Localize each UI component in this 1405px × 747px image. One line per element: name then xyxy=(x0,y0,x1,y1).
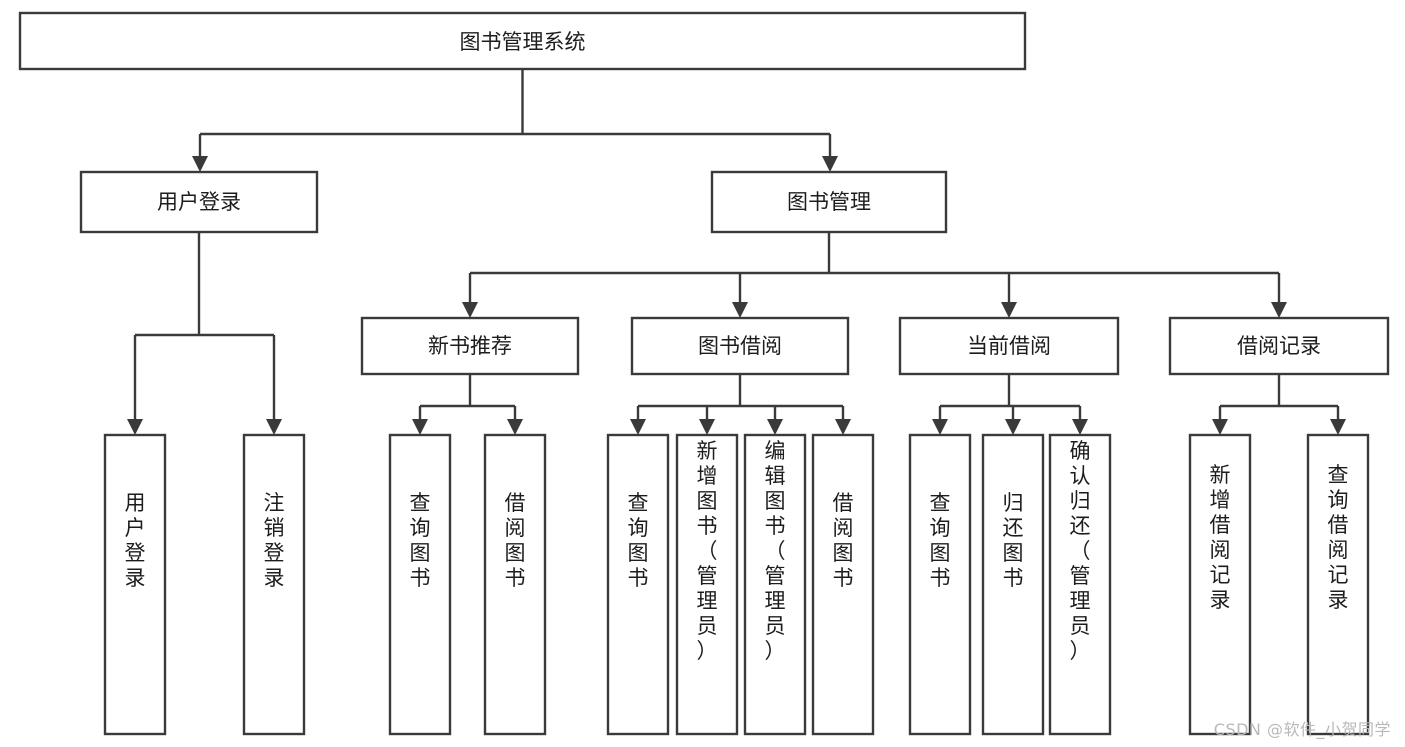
arrow-head-leaf-user-login xyxy=(127,419,143,435)
arrow-head-leaf-query-book-b xyxy=(630,419,646,435)
leaf-confirm-return-admin[interactable]: 确认归还（管理员） xyxy=(1048,433,1112,736)
arrow-head-book-manage xyxy=(822,156,838,172)
leaf-return-book-box xyxy=(981,433,1045,736)
leaf-query-book-borrow-box xyxy=(606,433,670,736)
leaf-add-borrow-record[interactable]: 新增借阅记录 xyxy=(1188,433,1252,736)
node-borrow-record-box xyxy=(1168,316,1390,376)
node-borrow-record[interactable]: 借阅记录 xyxy=(1168,316,1390,376)
leaf-user-login-box xyxy=(103,433,167,736)
arrow-head-leaf-query-record xyxy=(1330,419,1346,435)
leaf-user-login[interactable]: 用户登录 xyxy=(103,433,167,736)
connector-new-book-rec-branch xyxy=(418,374,517,421)
node-new-book-recommend-box xyxy=(360,316,580,376)
arrow-head-book-borrow xyxy=(732,302,748,318)
leaf-user-login-label: 用户登录 xyxy=(125,491,146,590)
arrow-head-user-login xyxy=(192,156,208,172)
leaf-query-book-rec[interactable]: 查询图书 xyxy=(388,433,452,736)
connector-current-borrow-branch xyxy=(938,374,1082,421)
leaf-query-book-borrow-label: 查询图书 xyxy=(628,491,649,590)
arrow-head-borrow-record xyxy=(1271,302,1287,318)
leaf-logout-box xyxy=(242,433,306,736)
leaf-borrow-book-borrow-label: 借阅图书 xyxy=(833,491,854,590)
leaf-query-book-rec-box xyxy=(388,433,452,736)
arrow-head-leaf-borrow-book-b xyxy=(835,419,851,435)
connector-book-manage-bus xyxy=(468,232,1281,304)
arrow-head-leaf-edit-book xyxy=(767,419,783,435)
leaf-return-book[interactable]: 归还图书 xyxy=(981,433,1045,736)
leaf-query-book-current-box xyxy=(908,433,972,736)
node-borrow-record-label: 借阅记录 xyxy=(1237,334,1321,358)
leaf-query-borrow-record-box xyxy=(1306,433,1370,736)
leaf-confirm-return-admin-box xyxy=(1048,433,1112,736)
leaf-query-book-rec-label: 查询图书 xyxy=(410,491,431,590)
arrow-head-leaf-confirm-return xyxy=(1072,419,1088,435)
connector-book-borrow-branch xyxy=(636,374,845,421)
arrow-head-leaf-logout xyxy=(266,419,282,435)
node-user-login-box xyxy=(79,170,319,234)
leaf-borrow-book-rec[interactable]: 借阅图书 xyxy=(483,433,547,736)
leaf-add-book-admin-label: 新增图书（管理员） xyxy=(697,439,718,663)
node-root-system[interactable]: 图书管理系统 xyxy=(18,11,1027,71)
leaf-query-book-current[interactable]: 查询图书 xyxy=(908,433,972,736)
node-book-management-label: 图书管理 xyxy=(787,190,871,214)
arrow-head-leaf-query-book-a xyxy=(412,419,428,435)
leaf-edit-book-admin-label: 编辑图书（管理员） xyxy=(765,439,786,663)
arrow-head-leaf-add-record xyxy=(1212,419,1228,435)
leaf-query-borrow-record[interactable]: 查询借阅记录 xyxy=(1306,433,1370,736)
node-book-borrow-label: 图书借阅 xyxy=(698,334,782,358)
connector-root-trunk xyxy=(198,69,832,158)
node-root-system-box xyxy=(18,11,1027,71)
node-user-login-label: 用户登录 xyxy=(157,190,241,214)
arrow-head-leaf-query-book-c xyxy=(932,419,948,435)
leaf-edit-book-admin-box xyxy=(743,433,807,736)
leaf-edit-book-admin[interactable]: 编辑图书（管理员） xyxy=(743,433,807,736)
leaf-add-borrow-record-label: 新增借阅记录 xyxy=(1210,463,1231,612)
leaf-query-borrow-record-label: 查询借阅记录 xyxy=(1328,463,1349,612)
node-book-management-box xyxy=(710,170,948,234)
leaf-logout-label: 注销登录 xyxy=(264,491,285,590)
arrow-head-leaf-borrow-book-a xyxy=(507,419,523,435)
leaf-confirm-return-admin-label: 确认归还（管理员） xyxy=(1070,439,1091,663)
arrow-head-leaf-add-book xyxy=(699,419,715,435)
leaf-query-book-borrow[interactable]: 查询图书 xyxy=(606,433,670,736)
leaf-query-book-current-label: 查询图书 xyxy=(930,491,951,590)
leaf-borrow-book-borrow[interactable]: 借阅图书 xyxy=(811,433,875,736)
arrow-head-leaf-return-book xyxy=(1005,419,1021,435)
node-new-book-recommend-label: 新书推荐 xyxy=(428,334,512,358)
arrow-head-current-borrow xyxy=(1001,302,1017,318)
node-book-management[interactable]: 图书管理 xyxy=(710,170,948,234)
leaf-borrow-book-rec-box xyxy=(483,433,547,736)
node-current-borrow-box xyxy=(898,316,1120,376)
node-book-borrow-box xyxy=(630,316,850,376)
node-user-login[interactable]: 用户登录 xyxy=(79,170,319,234)
connector-layer xyxy=(127,69,1346,435)
node-current-borrow-label: 当前借阅 xyxy=(967,334,1051,358)
connector-user-login-branch xyxy=(133,232,276,421)
leaf-add-book-admin[interactable]: 新增图书（管理员） xyxy=(675,433,739,736)
node-new-book-recommend[interactable]: 新书推荐 xyxy=(360,316,580,376)
leaf-logout[interactable]: 注销登录 xyxy=(242,433,306,736)
leaf-add-borrow-record-box xyxy=(1188,433,1252,736)
node-book-borrow[interactable]: 图书借阅 xyxy=(630,316,850,376)
arrow-head-new-book-rec xyxy=(462,302,478,318)
leaf-borrow-book-rec-label: 借阅图书 xyxy=(505,491,526,590)
connector-borrow-record-branch xyxy=(1218,374,1340,421)
node-root-system-label: 图书管理系统 xyxy=(460,30,586,54)
node-current-borrow[interactable]: 当前借阅 xyxy=(898,316,1120,376)
leaf-return-book-label: 归还图书 xyxy=(1003,491,1024,590)
leaf-add-book-admin-box xyxy=(675,433,739,736)
leaf-borrow-book-borrow-box xyxy=(811,433,875,736)
